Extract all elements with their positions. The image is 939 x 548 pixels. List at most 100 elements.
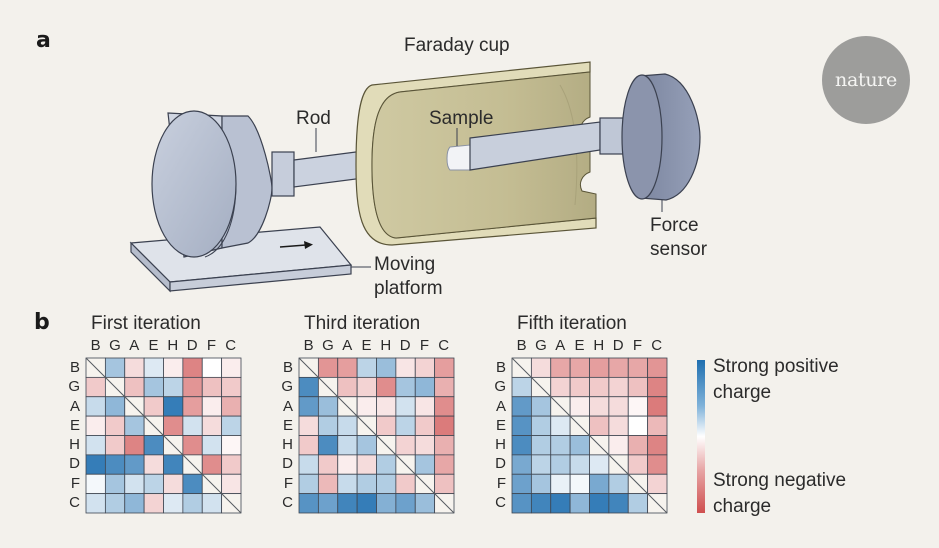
heatmap-cell-D-F [201, 454, 223, 475]
col-label: B [516, 337, 527, 354]
heatmap-cell-E-G [317, 415, 339, 436]
heatmap-cell-D-A [550, 454, 571, 475]
heatmap-cell-D-G [530, 454, 552, 475]
heatmap-cell-B-D [182, 357, 203, 378]
callout-moving-platform-line2: platform [374, 278, 443, 299]
heatmap-cell-G-E [143, 376, 164, 398]
heatmap-cell-D-F [627, 454, 649, 475]
panel-a-label: a [36, 28, 51, 53]
col-label: H [380, 337, 392, 354]
heatmap-cell-H-A [337, 435, 358, 456]
heatmap-cell-F-E [356, 473, 377, 495]
row-label: H [69, 436, 80, 454]
row-label: H [495, 436, 506, 454]
row-label: F [283, 474, 293, 492]
heatmap-cell-B-C [434, 357, 455, 378]
col-label: E [148, 337, 159, 354]
callout-force-sensor: Force sensor [650, 214, 707, 262]
heatmap-cell-E-G [530, 415, 552, 436]
col-label: G [109, 337, 121, 354]
callout-sample: Sample [429, 108, 494, 129]
heatmap-cell-F-H [376, 473, 397, 495]
heatmap-cell-E-F [414, 415, 436, 436]
col-label: A [555, 337, 566, 354]
heatmap-cell-B-E [569, 357, 590, 378]
heatmap-cell-B-H [589, 357, 610, 378]
heatmap-cell-F-D [608, 473, 629, 495]
col-label: A [129, 337, 140, 354]
heatmap-cell-A-D [182, 396, 203, 417]
heatmap-cell-C-B [85, 493, 106, 514]
heatmap-cell-G-E [356, 376, 377, 398]
heatmap-cell-F-D [395, 473, 416, 495]
col-label: B [90, 337, 101, 354]
col-label: C [651, 337, 663, 354]
heatmap-cell-A-G [317, 396, 339, 417]
heatmap-cell-G-H [376, 376, 397, 398]
heatmap-cell-E-D [182, 415, 203, 436]
heatmap-cell-H-E [356, 435, 377, 456]
heatmap-cell-B-H [376, 357, 397, 378]
heatmap-cell-E-D [395, 415, 416, 436]
heatmap-cell-C-G [530, 493, 552, 514]
col-label: F [419, 337, 430, 354]
callout-rod: Rod [296, 108, 331, 129]
heatmap-cell-C-F [201, 493, 223, 514]
heatmap-cell-H-E [569, 435, 590, 456]
heatmap-cell-B-G [530, 357, 552, 378]
col-label: G [322, 337, 334, 354]
col-label: E [361, 337, 372, 354]
row-label: C [282, 494, 293, 512]
heatmap-cell-A-C [434, 396, 455, 417]
heatmap-cell-F-E [569, 473, 590, 495]
callout-force-sensor-line2: sensor [650, 239, 708, 260]
heatmap-cell-C-D [395, 493, 416, 514]
heatmap-diagonal-line [511, 357, 668, 514]
heatmap-cell-B-A [550, 357, 571, 378]
nature-logo-text: nature [835, 69, 897, 91]
row-label: F [70, 474, 80, 492]
heatmap-cell-F-C [221, 473, 242, 495]
heatmap-cell-B-E [356, 357, 377, 378]
heatmap-cell-G-A [337, 376, 358, 398]
heatmap-cell-F-H [163, 473, 184, 495]
heatmap-cell-E-G [104, 415, 126, 436]
heatmap-cell-C-A [550, 493, 571, 514]
heatmap-cell-D-E [356, 454, 377, 475]
heatmap-cell-E-H [376, 415, 397, 436]
heatmap-cell-E-C [434, 415, 455, 436]
callout-moving-platform: Moving platform [374, 253, 443, 301]
heatmap-cell-H-G [530, 435, 552, 456]
heatmap-cell-G-C [647, 376, 668, 398]
heatmap-cell-C-F [627, 493, 649, 514]
callout-faraday-cup: Faraday cup [404, 35, 510, 56]
heatmap-cell-D-B [85, 454, 106, 475]
force-sensor [621, 73, 701, 201]
heatmap-cell-D-B [511, 454, 532, 475]
legend-negative-line2: charge [713, 496, 772, 517]
heatmap-cell-G-A [124, 376, 145, 398]
heatmap-cell-D-B [298, 454, 319, 475]
heatmap-cell-B-F [627, 357, 649, 378]
heatmap-cell-C-F [414, 493, 436, 514]
heatmap-cell-H-F [414, 435, 436, 456]
heatmap-cell-A-C [647, 396, 668, 417]
heatmap-cell-H-B [298, 435, 319, 456]
col-label: C [438, 337, 450, 354]
col-label: H [167, 337, 179, 354]
col-label: H [593, 337, 605, 354]
heatmap-cell-A-G [104, 396, 126, 417]
row-label: G [494, 378, 506, 396]
heatmap-cell-H-F [627, 435, 649, 456]
heatmap-cell-B-C [221, 357, 242, 378]
heatmap-cell-B-C [647, 357, 668, 378]
heatmap-cell-A-E [569, 396, 590, 417]
heatmap-cell-F-H [589, 473, 610, 495]
arrow-right-icon [279, 241, 313, 249]
heatmap-cell-G-C [434, 376, 455, 398]
heatmap-diagonal-line [298, 357, 455, 514]
heatmap-cell-H-D [608, 435, 629, 456]
legend-negative: Strong negative charge [713, 468, 846, 520]
